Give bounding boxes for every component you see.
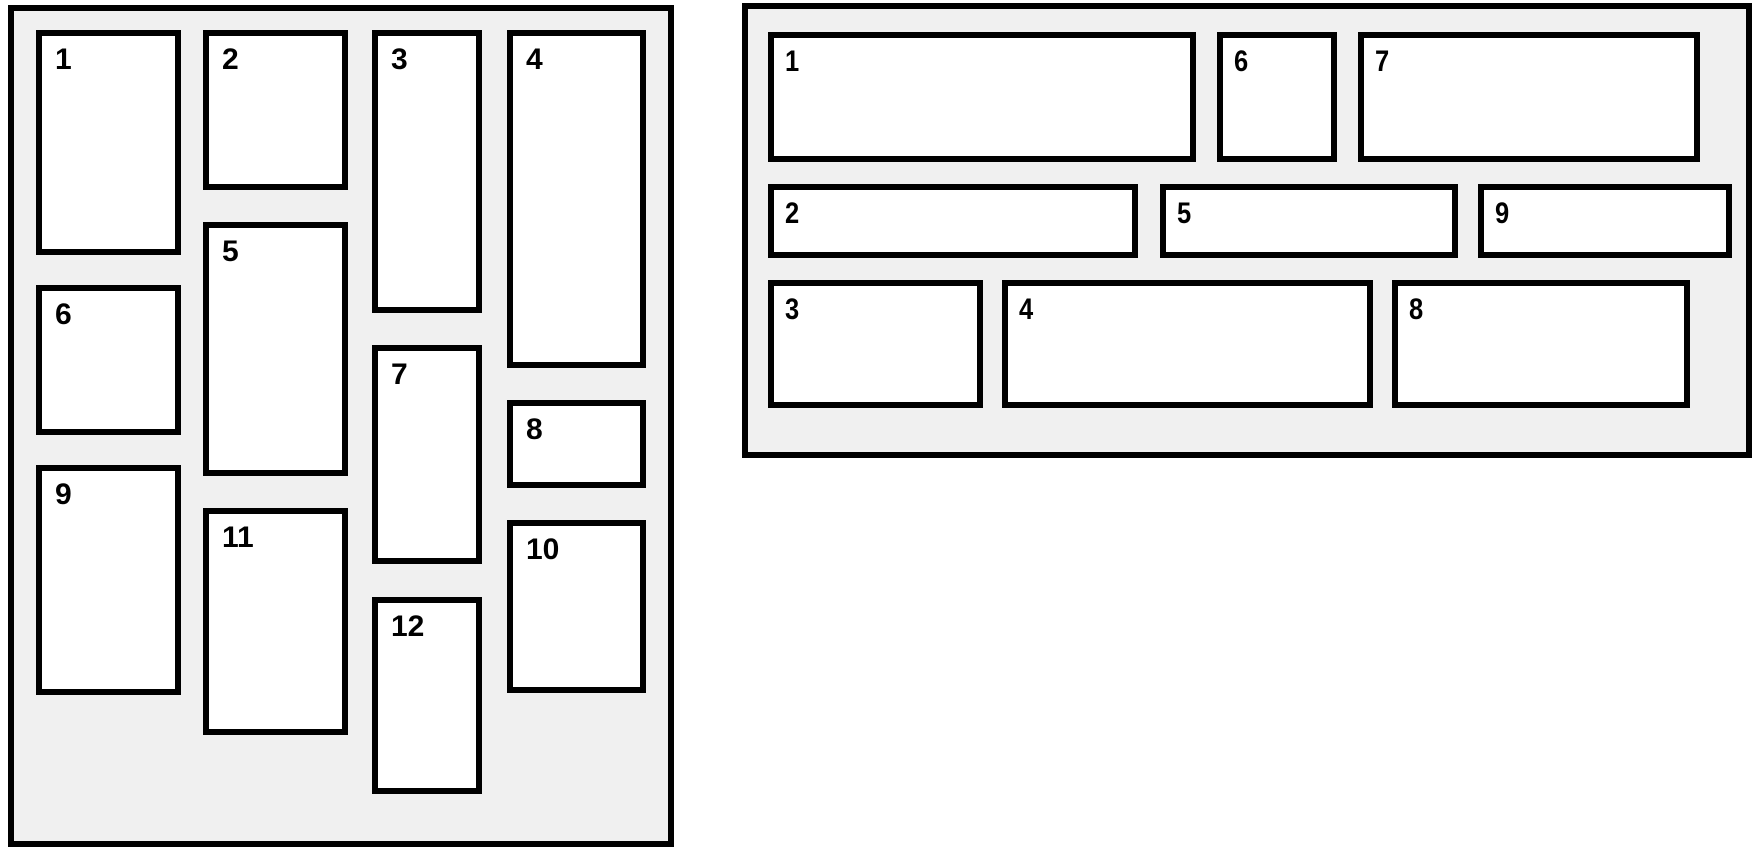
box-number-label: 6 — [55, 298, 72, 331]
box-number-label: 4 — [1019, 293, 1033, 326]
box-number-label: 5 — [222, 235, 239, 268]
box-number-label: 11 — [222, 521, 254, 554]
box-number-label: 9 — [55, 478, 72, 511]
left-box-2: 2 — [203, 30, 348, 190]
box-number-label: 5 — [1177, 197, 1191, 230]
right-box-3: 3 — [768, 280, 983, 408]
left-box-10: 10 — [507, 520, 646, 693]
box-number-label: 4 — [526, 43, 543, 76]
left-box-5: 5 — [203, 222, 348, 476]
box-number-label: 7 — [391, 358, 408, 391]
left-box-12: 12 — [372, 597, 482, 794]
right-box-8: 8 — [1392, 280, 1690, 408]
right-box-1: 1 — [768, 32, 1196, 162]
left-box-8: 8 — [507, 400, 646, 488]
left-box-1: 1 — [36, 30, 181, 255]
box-number-label: 9 — [1495, 197, 1509, 230]
right-box-7: 7 — [1358, 32, 1700, 162]
box-number-label: 8 — [526, 413, 543, 446]
box-number-label: 8 — [1409, 293, 1423, 326]
left-box-7: 7 — [372, 345, 482, 564]
box-number-label: 1 — [55, 43, 72, 76]
left-box-4: 4 — [507, 30, 646, 368]
right-box-6: 6 — [1217, 32, 1337, 162]
right-box-5: 5 — [1160, 184, 1458, 258]
right-masonry-panel: 1 6 7 2 5 9 3 4 8 — [742, 3, 1752, 458]
box-number-label: 2 — [222, 43, 239, 76]
box-number-label: 10 — [526, 533, 560, 566]
box-number-label: 7 — [1375, 45, 1389, 78]
box-number-label: 12 — [391, 610, 425, 643]
right-box-9: 9 — [1478, 184, 1732, 258]
left-masonry-panel: 1 6 9 2 5 11 3 7 12 4 8 10 — [8, 5, 674, 847]
left-box-6: 6 — [36, 285, 181, 435]
box-number-label: 6 — [1234, 45, 1248, 78]
right-box-4: 4 — [1002, 280, 1373, 408]
left-box-11: 11 — [203, 508, 348, 735]
box-number-label: 3 — [785, 293, 799, 326]
box-number-label: 1 — [785, 45, 799, 78]
left-box-9: 9 — [36, 465, 181, 695]
left-box-3: 3 — [372, 30, 482, 313]
box-number-label: 2 — [785, 197, 799, 230]
box-number-label: 3 — [391, 43, 408, 76]
right-box-2: 2 — [768, 184, 1138, 258]
